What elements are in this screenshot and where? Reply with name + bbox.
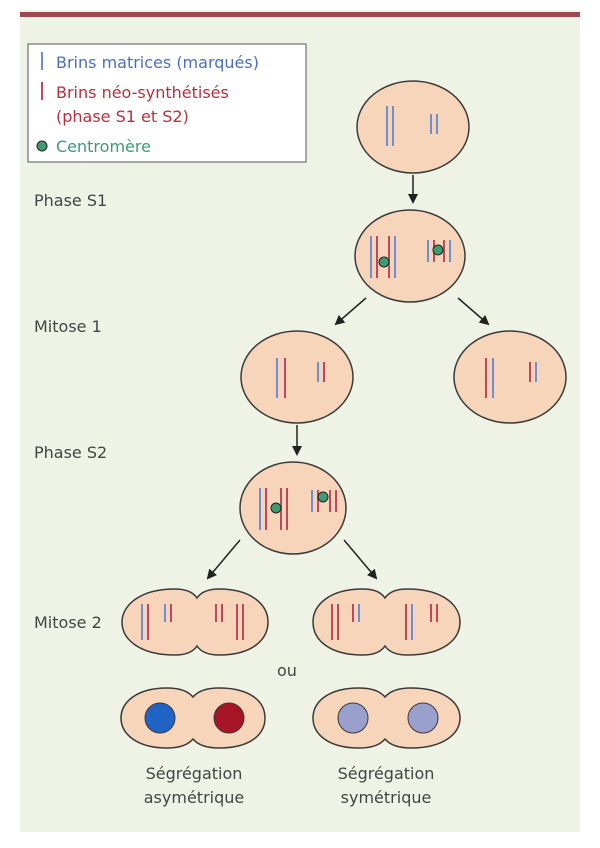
legend: Brins matrices (marqués) Brins néo-synth… bbox=[27, 43, 307, 163]
stage-label-phase-s1: Phase S1 bbox=[34, 191, 107, 210]
legend-centromere-label: Centromère bbox=[56, 137, 151, 156]
legend-centromere-dot bbox=[36, 140, 48, 152]
arrow-s1-to-left bbox=[334, 297, 367, 326]
stage-label-mitosis-2: Mitose 2 bbox=[34, 613, 102, 632]
symmetric-nucleus-right bbox=[407, 702, 439, 734]
legend-box bbox=[27, 43, 307, 163]
top-rule bbox=[20, 12, 580, 17]
asymmetric-outcome-cell bbox=[120, 687, 266, 749]
arrow-s2-to-right bbox=[343, 539, 378, 580]
asymmetric-label-line1: Ségrégation bbox=[146, 764, 243, 783]
mitosis1-right-cell bbox=[453, 330, 567, 424]
arrow-s1-to-right bbox=[457, 297, 490, 326]
mitosis2-right-cell bbox=[312, 588, 461, 656]
arrow-s2-to-left bbox=[206, 539, 241, 580]
symmetric-nucleus-left bbox=[337, 702, 369, 734]
asymmetric-nucleus-blue bbox=[144, 702, 176, 734]
mitosis1-left-cell bbox=[240, 330, 354, 424]
asymmetric-label-line2: asymétrique bbox=[144, 788, 244, 807]
initial-cell bbox=[356, 80, 470, 174]
legend-new-strand-label: Brins néo-synthétisés bbox=[56, 83, 229, 102]
s2-cell bbox=[239, 461, 347, 555]
symmetric-label-line2: symétrique bbox=[341, 788, 432, 807]
legend-template-label: Brins matrices (marqués) bbox=[56, 53, 259, 72]
stage-label-phase-s2: Phase S2 bbox=[34, 443, 107, 462]
symmetric-label-line1: Ségrégation bbox=[338, 764, 435, 783]
symmetric-outcome-cell bbox=[312, 687, 461, 749]
s1-cell bbox=[354, 209, 466, 303]
mitosis2-left-cell bbox=[121, 588, 269, 656]
stage-label-mitosis-1: Mitose 1 bbox=[34, 317, 102, 336]
or-label: ou bbox=[277, 661, 297, 680]
legend-new-strand-sublabel: (phase S1 et S2) bbox=[56, 107, 189, 126]
asymmetric-nucleus-red bbox=[213, 702, 245, 734]
